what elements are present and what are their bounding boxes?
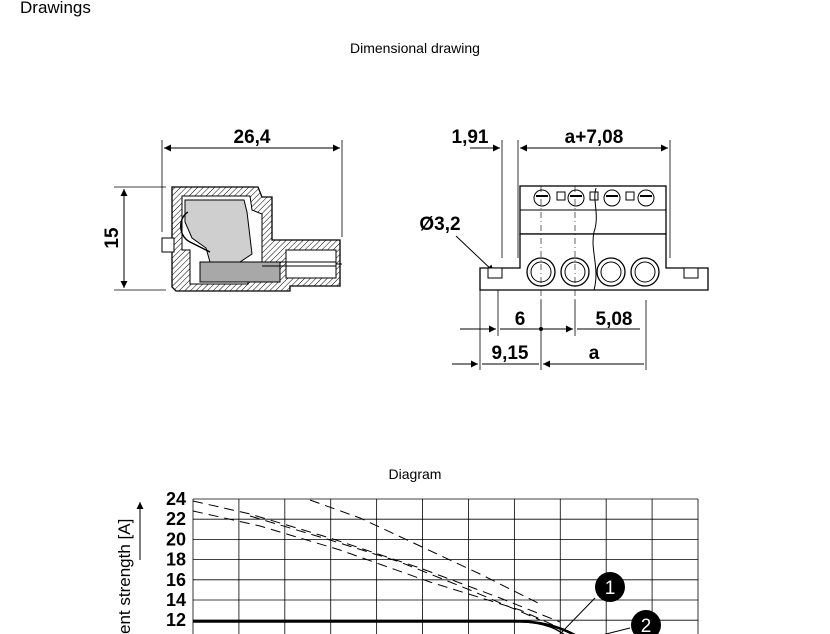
y-axis-label: ent strength [A] [115, 519, 134, 634]
svg-text:1: 1 [605, 578, 616, 599]
y-tick-label: 24 [166, 489, 186, 509]
y-tick-label: 22 [166, 509, 186, 529]
y-tick-label: 14 [166, 590, 186, 610]
hole-label: Ø3,2 [419, 214, 460, 235]
chart-grid [192, 498, 699, 634]
y-tick-label: 18 [166, 550, 186, 570]
pitch-left-label: 6 [515, 309, 526, 330]
marker-1: 1 [595, 572, 625, 602]
y-tick-label: 16 [166, 570, 186, 590]
height-label: 15 [102, 227, 123, 249]
span-label: a [589, 343, 600, 364]
pitch-right-label: 5,08 [596, 309, 633, 330]
dimensional-drawing: 26,4 15 1,91 a+7,08 Ø3,2 [102, 127, 709, 370]
y-tick-label: 12 [166, 610, 186, 630]
edge-label: 9,15 [492, 343, 529, 364]
y-tick-label: 20 [166, 529, 186, 549]
dimensional-drawing-caption: Dimensional drawing [350, 40, 480, 56]
side-view: 26,4 15 [102, 127, 343, 292]
derating-curves [192, 499, 631, 634]
page-title: Drawings [20, 0, 91, 17]
svg-text:2: 2 [641, 616, 652, 634]
diagram-caption: Diagram [388, 466, 442, 482]
marker-2: 2 [631, 610, 661, 634]
offset-label: 1,91 [452, 127, 489, 148]
front-view: 1,91 a+7,08 Ø3,2 [419, 127, 709, 370]
top-span-label: a+7,08 [565, 127, 624, 148]
width-label: 26,4 [234, 127, 271, 148]
